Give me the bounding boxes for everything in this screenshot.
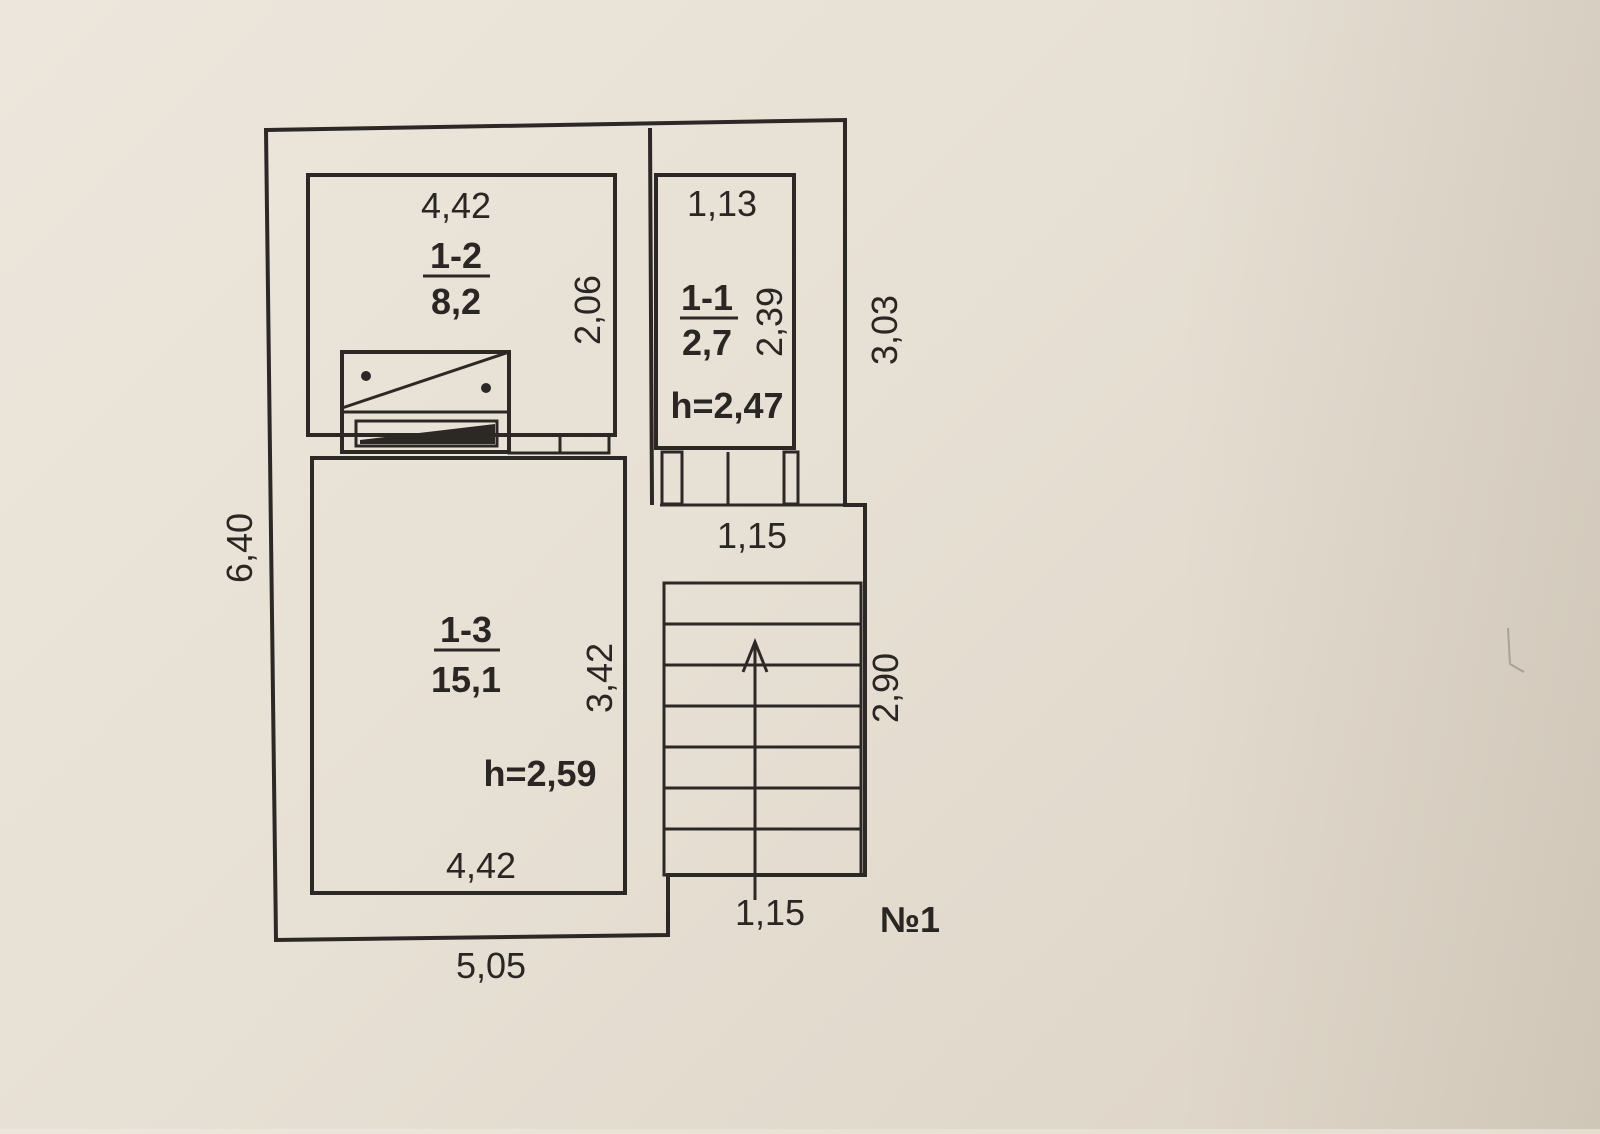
outer-walls <box>263 117 867 943</box>
room-1-2-id: 1-2 <box>430 235 482 276</box>
room-1-1-height: h=2,47 <box>670 385 783 426</box>
room-1-3-area: 15,1 <box>431 659 501 700</box>
door-1-2-to-1-3 <box>507 433 611 455</box>
overall-height-dimension: 6,40 <box>219 513 260 583</box>
plan-number: №1 <box>880 899 940 940</box>
overall-width-dimension: 5,05 <box>456 945 526 986</box>
pencil-mark <box>1507 627 1525 673</box>
room-1-2-area: 8,2 <box>431 281 481 322</box>
room-1-2-depth: 2,06 <box>567 275 608 345</box>
door-1-1-to-landing <box>660 450 800 506</box>
room-1-1-area: 2,7 <box>682 322 732 363</box>
room-1-1: 1,13 1-1 2,7 2,39 h=2,47 <box>654 173 796 450</box>
room-1-3-height: h=2,59 <box>483 753 596 794</box>
staircase <box>662 581 863 900</box>
room-1-3-width: 4,42 <box>446 845 516 886</box>
right-upper-dimension: 3,03 <box>864 295 905 365</box>
room-1-1-depth: 2,39 <box>749 287 790 357</box>
landing-width: 1,15 <box>717 515 787 556</box>
boiler-appliance <box>340 350 511 454</box>
room-1-2: 4,42 1-2 8,2 2,06 <box>306 173 617 437</box>
room-1-1-width: 1,13 <box>687 183 757 224</box>
room-1-1-id: 1-1 <box>681 277 733 318</box>
stair-width: 1,15 <box>735 892 805 933</box>
paper-shadow <box>1180 0 1600 1129</box>
room-1-3: 1-3 15,1 3,42 h=2,59 4,42 <box>310 456 627 895</box>
room-1-2-width: 4,42 <box>421 185 491 226</box>
room-1-3-id: 1-3 <box>440 609 492 650</box>
right-lower-dimension: 2,90 <box>865 653 906 723</box>
room-1-3-depth: 3,42 <box>579 643 620 713</box>
